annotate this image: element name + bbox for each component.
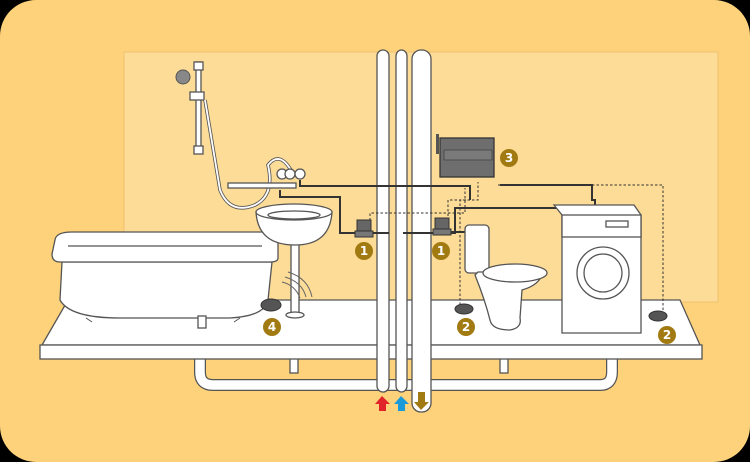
riser-pipes — [376, 49, 432, 413]
cold-water-arrow — [394, 396, 409, 411]
cold-water-riser — [395, 49, 408, 393]
signal-wires — [369, 182, 664, 310]
badge-sensor-washer: 2 — [658, 326, 676, 344]
wireless-signal-icon — [281, 271, 313, 299]
svg-text:1: 1 — [437, 244, 445, 258]
sink — [255, 203, 333, 319]
leak-sensor-bath — [260, 298, 282, 312]
shower — [175, 61, 306, 210]
hot-water-riser — [376, 49, 390, 393]
leak-sensor-washer — [648, 310, 668, 322]
controller-unit — [436, 134, 495, 178]
svg-text:1: 1 — [360, 244, 368, 258]
bathtub — [51, 231, 279, 329]
badge-sensor-toilet: 2 — [457, 318, 475, 336]
drain-riser — [411, 49, 432, 413]
svg-text:4: 4 — [268, 320, 276, 334]
toilet — [464, 224, 548, 331]
water-meter-right — [432, 217, 452, 236]
badge-meter-right: 1 — [432, 242, 450, 260]
hot-water-arrow — [375, 396, 390, 411]
badge-sensor-bath: 4 — [263, 318, 281, 336]
svg-text:3: 3 — [505, 151, 513, 165]
drain-arrow — [414, 392, 429, 410]
svg-text:2: 2 — [663, 328, 671, 342]
leak-sensor-toilet — [454, 303, 474, 315]
badge-controller: 3 — [500, 149, 518, 167]
svg-text:2: 2 — [462, 320, 470, 334]
water-meter-left — [354, 219, 374, 238]
washing-machine — [552, 204, 642, 334]
badge-meter-left: 1 — [355, 242, 373, 260]
